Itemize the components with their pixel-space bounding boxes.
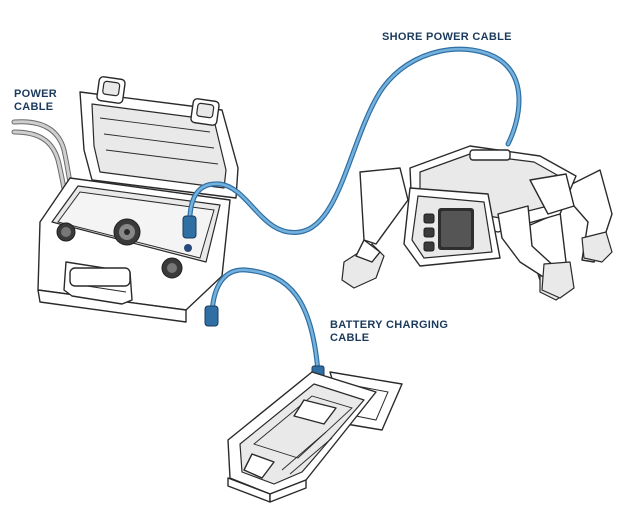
- battery-charging-cable-label-line: CABLE: [330, 332, 370, 344]
- power-cable-label: POWER CABLE: [14, 88, 57, 114]
- power-cable-label-line: POWER: [14, 88, 58, 100]
- shore-power-cable-label: SHORE POWER CABLE: [382, 31, 512, 44]
- charging-case-icon: [37, 76, 239, 323]
- shore-power-cable: [182, 46, 522, 239]
- shore-power-cable-label-line: SHORE POWER CABLE: [382, 31, 512, 43]
- battery-pack-icon: [227, 371, 403, 503]
- power-cable-label-line: CABLE: [14, 101, 54, 113]
- battery-charging-cable-label: BATTERY CHARGING CABLE: [330, 319, 448, 345]
- robot-dog-icon: [341, 145, 613, 301]
- battery-charging-cable-label-line: BATTERY CHARGING: [330, 319, 449, 331]
- battery-charging-cable: [204, 267, 325, 381]
